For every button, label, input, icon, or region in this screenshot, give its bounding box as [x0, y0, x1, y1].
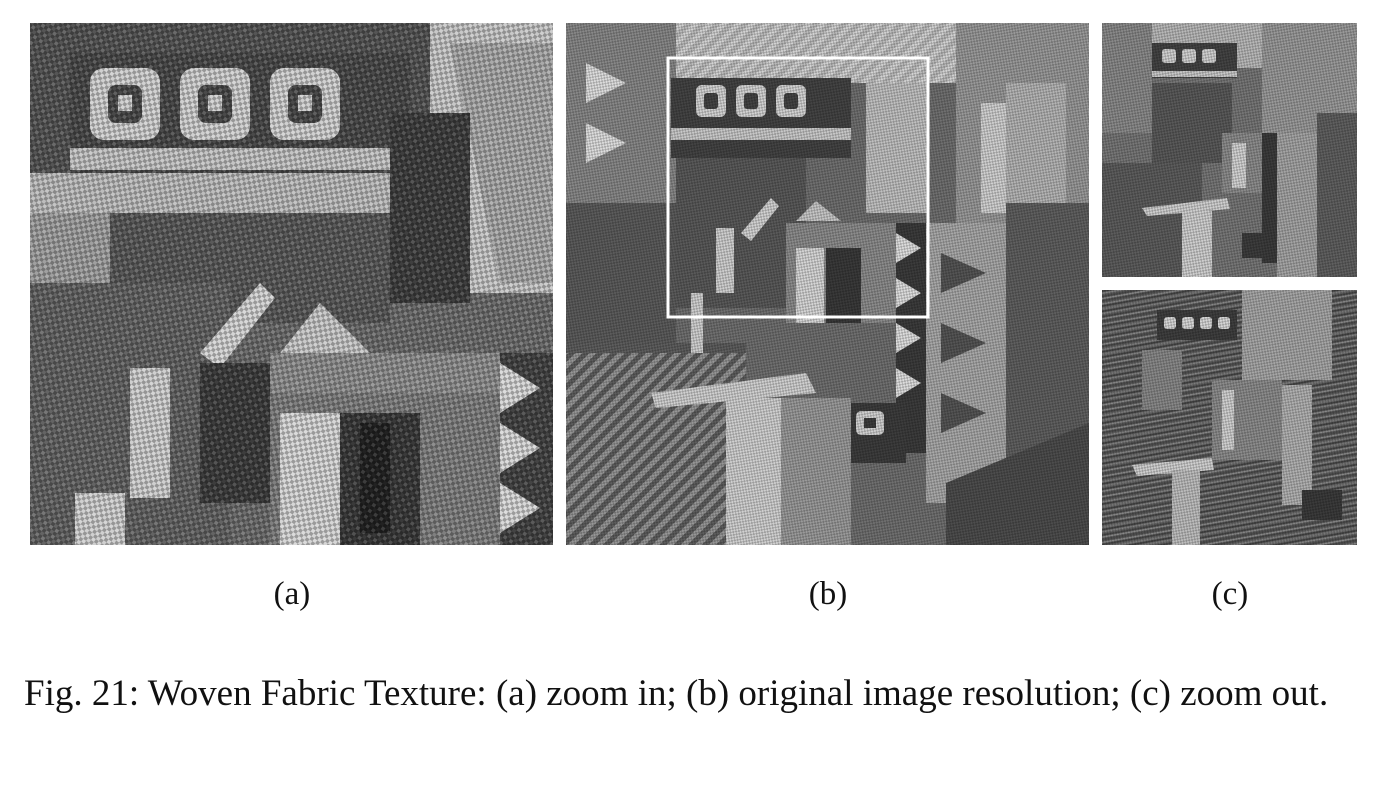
fabric-image-zoom-in [30, 23, 553, 545]
fabric-image-original [566, 23, 1089, 545]
zoom-region-box [666, 56, 930, 319]
figure-caption: Fig. 21: Woven Fabric Texture: (a) zoom … [24, 673, 1329, 714]
fabric-original-graphic [566, 23, 1089, 545]
fabric-zoom-in-graphic [30, 23, 553, 545]
fabric-zoom-out-graphic-bottom [1102, 290, 1357, 545]
fabric-image-zoom-out-top [1102, 23, 1357, 277]
fabric-zoom-out-graphic-top [1102, 23, 1357, 277]
subfigure-label-b: (b) [808, 576, 848, 612]
fabric-image-zoom-out-bottom [1102, 290, 1357, 545]
subfigure-label-c: (c) [1211, 576, 1249, 612]
subfigure-label-a: (a) [273, 576, 311, 612]
